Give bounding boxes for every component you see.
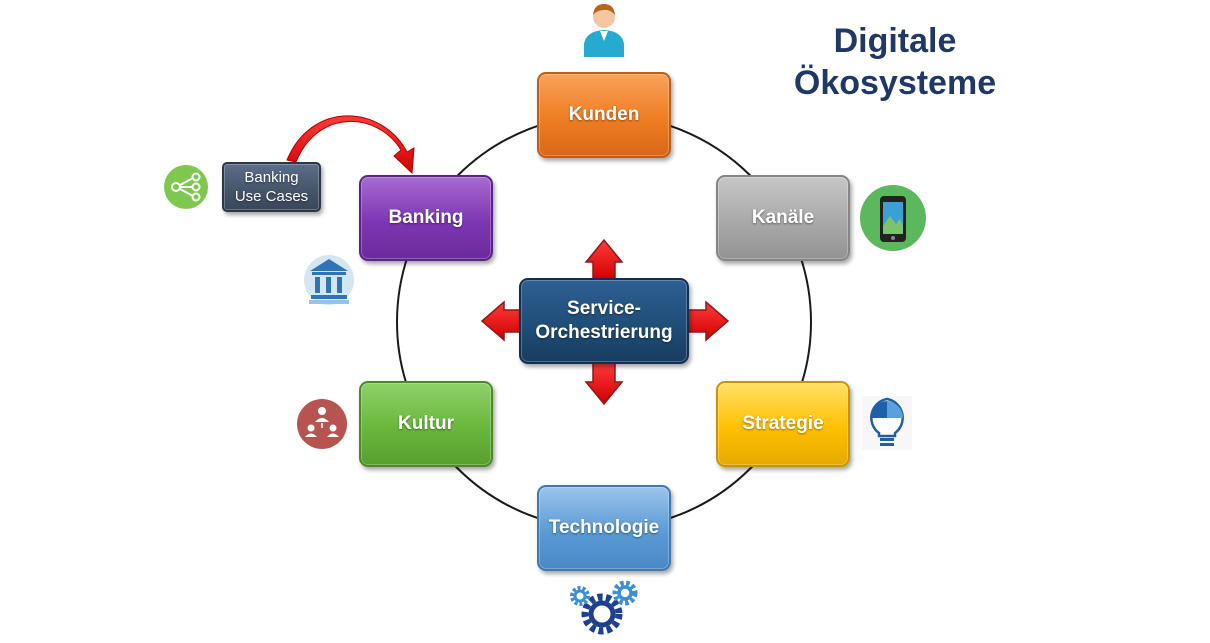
person-icon bbox=[584, 4, 624, 57]
title-line-2: Ökosysteme bbox=[793, 64, 997, 102]
title-line-1: Digitale bbox=[833, 22, 957, 60]
node-kanaele: Kanäle bbox=[716, 175, 850, 261]
node-kunden: Kunden bbox=[537, 72, 671, 158]
node-kultur: Kultur bbox=[359, 381, 493, 467]
gears-icon bbox=[570, 580, 638, 635]
arrow-right bbox=[687, 300, 730, 342]
flowchart-icon bbox=[164, 165, 208, 209]
node-service-orchestrierung: Service- Orchestrierung bbox=[519, 278, 689, 364]
node-banking-label: Banking bbox=[388, 207, 464, 228]
arrow-up bbox=[584, 238, 624, 281]
node-center-line-2: Orchestrierung bbox=[535, 322, 673, 343]
arrow-down bbox=[584, 361, 624, 406]
node-banking-use-cases: Banking Use Cases bbox=[222, 162, 321, 212]
lightbulb-puzzle-icon bbox=[862, 396, 912, 450]
smartphone-icon bbox=[860, 185, 926, 251]
bank-building-icon bbox=[304, 255, 354, 305]
node-technologie: Technologie bbox=[537, 485, 671, 571]
node-banking: Banking bbox=[359, 175, 493, 261]
use-cases-line-1: Banking bbox=[244, 169, 299, 186]
arrow-left bbox=[480, 300, 523, 342]
node-strategie-label: Strategie bbox=[742, 413, 824, 434]
orchestration-arrows bbox=[480, 238, 730, 406]
use-cases-line-2: Use Cases bbox=[234, 188, 309, 205]
node-technologie-label: Technologie bbox=[548, 517, 660, 538]
diagram-title: Digitale Ökosysteme bbox=[760, 20, 1030, 104]
people-network-icon bbox=[297, 399, 347, 449]
node-kanaele-label: Kanäle bbox=[751, 207, 815, 228]
curved-arrow bbox=[286, 115, 415, 175]
node-strategie: Strategie bbox=[716, 381, 850, 467]
node-center-line-1: Service- bbox=[567, 298, 641, 319]
node-kunden-label: Kunden bbox=[568, 104, 640, 125]
node-kultur-label: Kultur bbox=[398, 413, 454, 434]
